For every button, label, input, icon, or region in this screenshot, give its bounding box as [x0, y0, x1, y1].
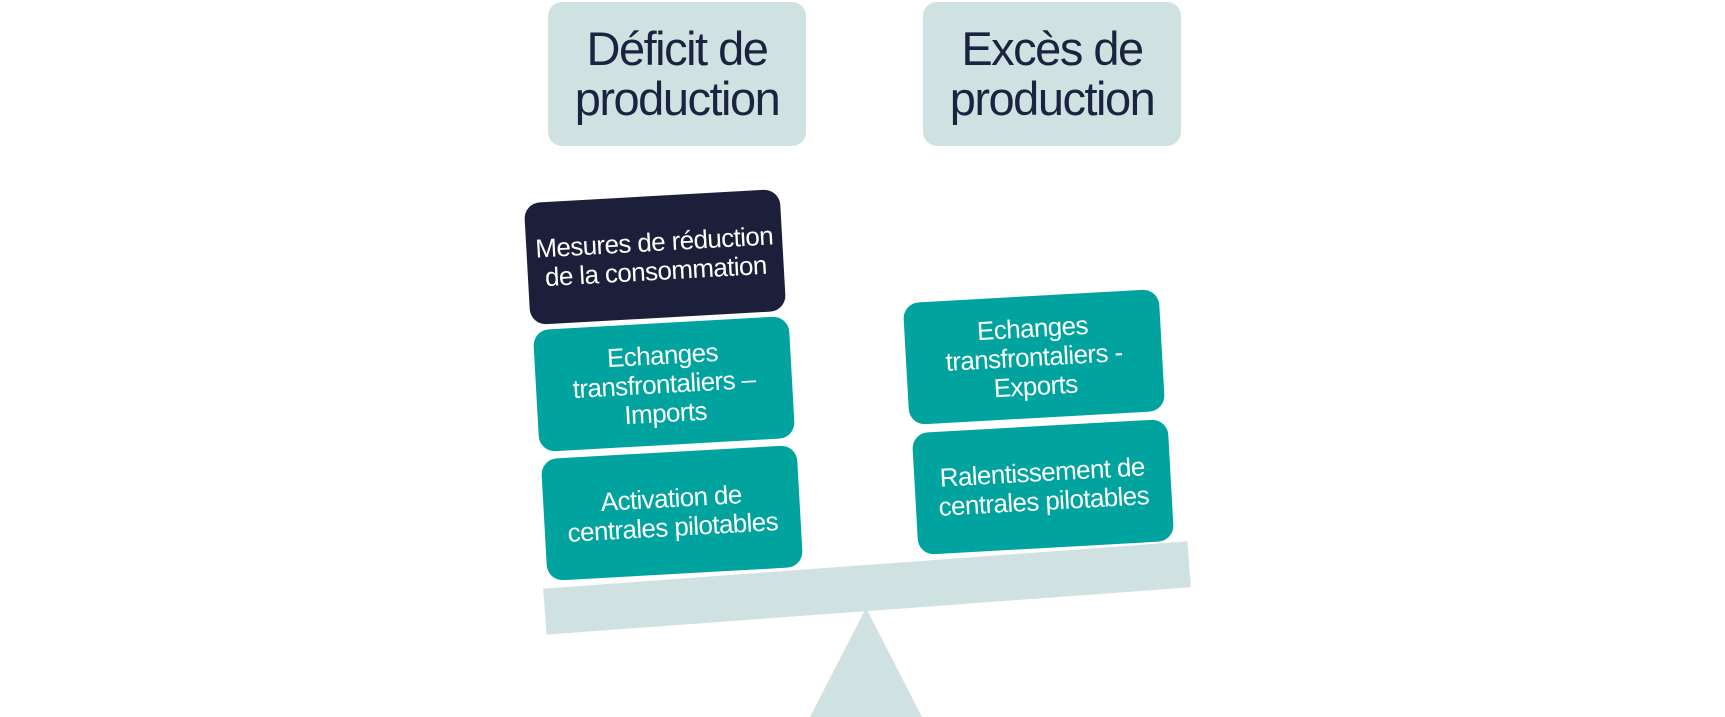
- header-deficit: Déficit de production: [548, 2, 806, 146]
- fulcrum-triangle: [810, 608, 922, 717]
- header-deficit-label: Déficit de production: [574, 22, 781, 125]
- header-excess-label: Excès de production: [949, 22, 1156, 125]
- header-excess: Excès de production: [923, 2, 1181, 146]
